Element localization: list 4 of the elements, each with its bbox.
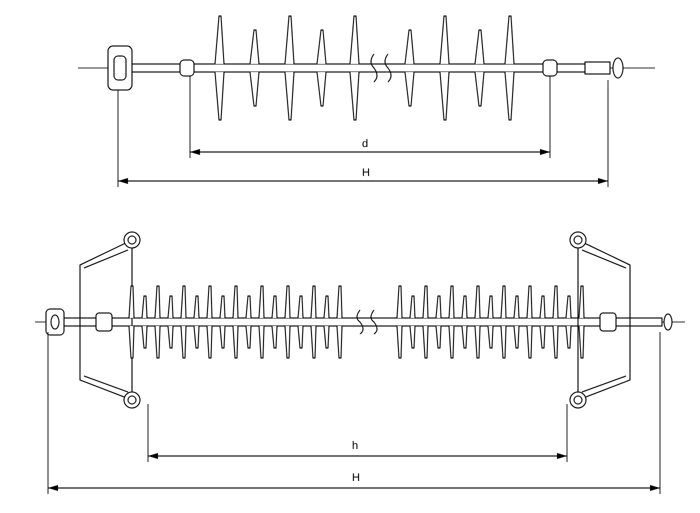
dimension-label: d [360, 138, 370, 150]
dimension-label: h [350, 440, 360, 452]
dimension-label: H [350, 472, 362, 484]
dimension-label: H [360, 167, 372, 179]
